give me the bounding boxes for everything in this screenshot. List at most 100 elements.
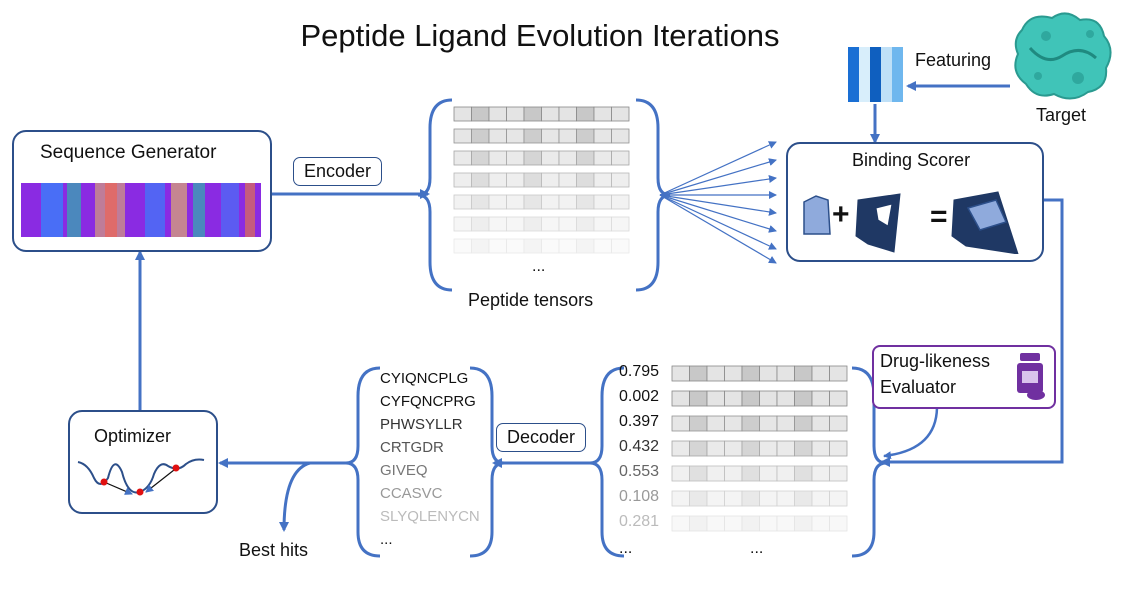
tensor-cell [558,194,577,210]
score-cell [811,465,830,482]
diagram-title: Peptide Ligand Evolution Iterations [300,18,780,53]
tensor-cell [576,150,595,166]
score-value: 0.432 [619,438,660,455]
feature-cell [881,47,892,58]
score-cell [671,415,690,432]
tensor-cell [453,172,472,188]
feature-cell [870,80,881,91]
sequence-item: CYIQNCPLG [380,370,469,387]
score-cell [724,515,743,532]
tensor-cell [471,238,490,254]
score-row-cells [671,490,848,507]
tensor-cell [576,238,595,254]
optimizer-box: Optimizer [68,410,218,514]
tensor-cell [488,216,507,232]
tensor-cell [488,128,507,144]
tensor-cell [541,194,560,210]
binding-scorer-box: Binding Scorer + = [786,142,1044,262]
feature-cell [870,91,881,102]
score-cell [689,440,708,457]
tensor-cell [576,106,595,122]
tensor-cell [471,150,490,166]
score-cell [829,465,848,482]
score-cell [706,365,725,382]
score-cell [741,440,760,457]
tensor-cell [453,238,472,254]
score-cell [689,515,708,532]
sequence-item: GIVEQ [380,462,428,479]
feature-cell [881,58,892,69]
peptide-tensors-label: Peptide tensors [468,290,594,310]
score-value: 0.795 [619,363,660,380]
score-cell [811,440,830,457]
tensors-left-brace [417,98,453,292]
fan-arrow [659,141,777,196]
tensor-cell [541,150,560,166]
score-cell [794,490,813,507]
feature-cell [859,80,870,91]
score-cell [724,465,743,482]
score-cell [706,465,725,482]
equals-sign: = [930,200,948,233]
fan-arrow [659,194,777,264]
score-cell [811,415,830,432]
score-cell [776,440,795,457]
score-cell [776,365,795,382]
tensor-cell [506,172,525,188]
tensor-cell [488,194,507,210]
featuring-label: Featuring [915,50,992,70]
tensor-cell [541,172,560,188]
tensor-cell [453,128,472,144]
feature-cell [870,58,881,69]
binding-scorer-label: Binding Scorer [852,150,971,170]
tensor-cell [558,238,577,254]
feature-grid-icon [848,47,903,102]
score-cell [776,465,795,482]
tensor-cell [523,106,542,122]
tensor-cell [558,172,577,188]
tensor-cell [576,128,595,144]
binding-illustration [803,191,1019,254]
tensor-cell [488,238,507,254]
drug-likeness-line1: Drug-likeness [880,351,991,371]
tensors-ellipsis: ... [532,258,546,275]
tensor-cell [558,106,577,122]
tensor-cell [541,106,560,122]
tensor-cell [453,194,472,210]
score-cell [706,390,725,407]
score-cell [724,415,743,432]
score-cell [776,415,795,432]
tensor-cell [541,128,560,144]
tensor-cell [523,216,542,232]
score-cell [829,415,848,432]
score-row-cells [671,390,848,407]
tensor-cell [576,172,595,188]
pill-bottle-icon [1017,353,1045,400]
tensor-cell [611,128,630,144]
score-cell [829,365,848,382]
tensor-cell [558,128,577,144]
tensor-cell [558,216,577,232]
score-cell [776,390,795,407]
score-cell [706,490,725,507]
tensor-cell [523,150,542,166]
tensor-cell [593,150,612,166]
score-cell [811,515,830,532]
fan-arrow [659,194,777,233]
score-cell [741,365,760,382]
score-value: 0.108 [619,488,660,505]
tensor-cell [471,194,490,210]
optimizer-landscape-icon [77,458,205,496]
tensor-row [453,216,630,232]
feature-cell [859,47,870,58]
arrow-scorer-to-scores [880,198,1064,467]
tensor-cell [453,216,472,232]
encoder-tag: Encoder [293,157,383,186]
tensor-cell [523,194,542,210]
arrow-evaluator-to-scores [883,407,939,460]
sequence-item: CYFQNCPRG [380,393,476,410]
tensor-row [453,172,630,188]
score-cell [829,440,848,457]
feature-cell [859,58,870,69]
score-cell [741,465,760,482]
